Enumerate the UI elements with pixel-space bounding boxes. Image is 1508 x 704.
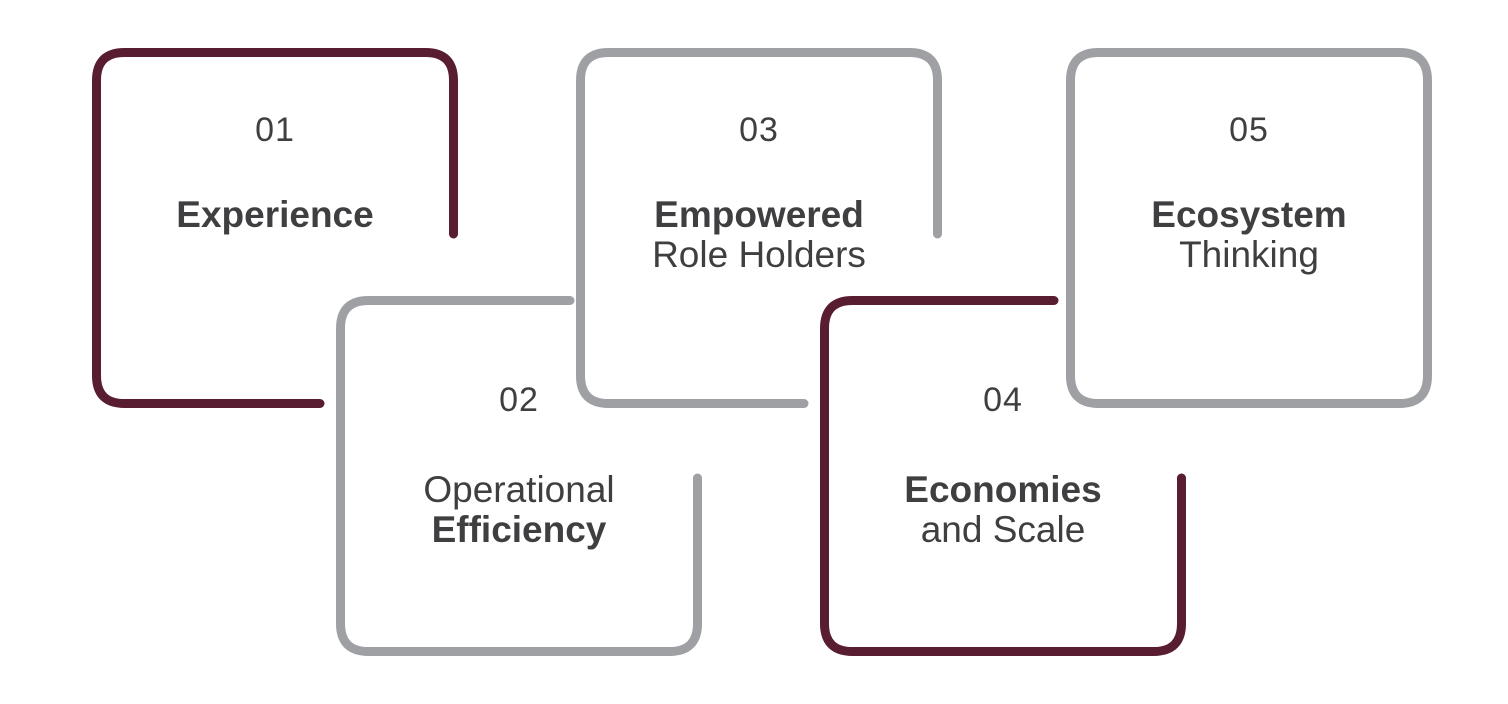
card-01-number: 01 — [255, 111, 295, 149]
card-05-outline — [1066, 48, 1432, 408]
title-line: Experience — [176, 194, 374, 235]
card-02-number: 02 — [499, 381, 539, 419]
title-line: Empowered — [654, 194, 864, 235]
card-02: 02 Operational Efficiency — [336, 296, 702, 656]
title-line: Efficiency — [431, 509, 607, 550]
card-01-title: Experience — [92, 195, 458, 235]
card-05-title: Ecosystem Thinking — [1066, 195, 1432, 275]
card-03-number: 03 — [739, 111, 779, 149]
card-01: 01 Experience — [92, 48, 458, 408]
card-04: 04 Economies and Scale — [820, 296, 1186, 656]
card-05: 05 Ecosystem Thinking — [1066, 48, 1432, 408]
card-03-title: Empowered Role Holders — [576, 195, 942, 275]
card-03: 03 Empowered Role Holders — [576, 48, 942, 408]
card-02-title: Operational Efficiency — [336, 470, 702, 550]
title-line: Economies — [904, 469, 1102, 510]
title-line: Operational — [423, 469, 615, 510]
card-04-title: Economies and Scale — [820, 470, 1186, 550]
card-01-outline — [92, 48, 458, 408]
card-04-number: 04 — [983, 381, 1023, 419]
title-line: Role Holders — [652, 234, 866, 275]
card-03-outline — [576, 48, 942, 408]
card-04-outline — [820, 296, 1186, 656]
card-02-outline — [336, 296, 702, 656]
card-05-number: 05 — [1229, 111, 1269, 149]
title-line: Thinking — [1179, 234, 1319, 275]
title-line: Ecosystem — [1151, 194, 1347, 235]
title-line: and Scale — [920, 509, 1086, 550]
